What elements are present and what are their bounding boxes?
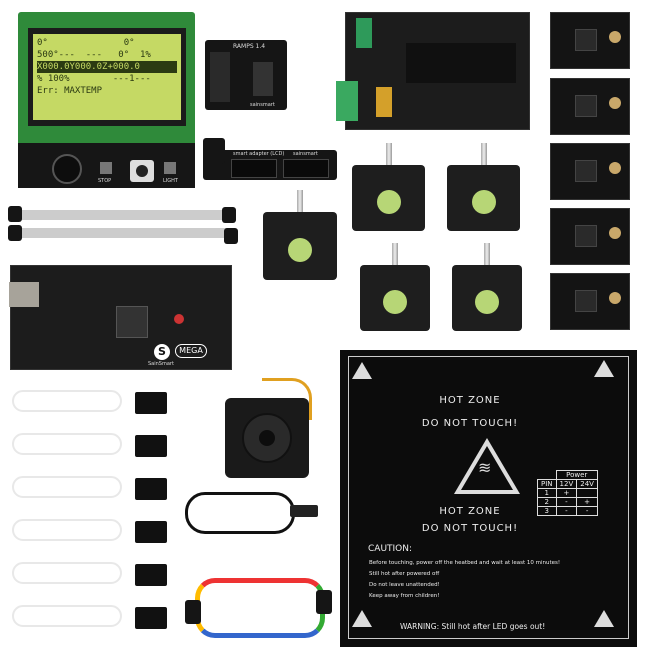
endstop-cable bbox=[12, 562, 122, 584]
caution-line: Before touching, power off the heatbed a… bbox=[369, 560, 561, 566]
ribbon-connector bbox=[222, 207, 236, 223]
endstop-cable bbox=[12, 519, 122, 541]
warning-text: WARNING: Still hot after LED goes out! bbox=[400, 622, 546, 631]
reset-button bbox=[174, 314, 184, 324]
heat-waves-icon: ≋ bbox=[478, 458, 492, 477]
caution-title: CAUTION: bbox=[368, 544, 413, 554]
ribbon-connector bbox=[224, 228, 238, 244]
jumper-wires bbox=[195, 578, 325, 638]
endstop-switch bbox=[135, 564, 167, 586]
smart-adapter-brand: sainsmart bbox=[293, 151, 318, 157]
stepper-driver-5 bbox=[550, 273, 630, 330]
ribbon-cable-2 bbox=[18, 228, 228, 238]
ribbon-connector bbox=[8, 225, 22, 241]
stepper-driver-2 bbox=[550, 78, 630, 135]
col-12v: 12V bbox=[555, 479, 578, 489]
smart-adapter-board: smart adapter (LCD) sainsmart bbox=[203, 150, 337, 180]
col-pin: PIN bbox=[537, 479, 557, 489]
endstop-cable bbox=[12, 390, 122, 412]
endstop-switch bbox=[135, 478, 167, 500]
caution-line: Keep away from children! bbox=[369, 593, 440, 599]
hot-surface-warning-icon bbox=[352, 362, 372, 379]
col-24v: 24V bbox=[576, 479, 598, 489]
stop-button bbox=[100, 162, 112, 174]
terminal-block bbox=[356, 18, 372, 48]
jumper-connector bbox=[316, 590, 332, 614]
do-not-touch-text-bottom: DO NOT TOUCH! bbox=[421, 523, 519, 534]
lcd-line-3: X000.0Y000.0Z+000.0 bbox=[37, 61, 177, 73]
jumper-connector bbox=[185, 600, 201, 624]
endstop-cable bbox=[12, 433, 122, 455]
power-terminal-block bbox=[336, 81, 358, 121]
ramps-adapter-brand: sainsmart bbox=[250, 102, 275, 108]
endstop-cable bbox=[12, 476, 122, 498]
lcd-line-2: 500°--- --- 0° 1% bbox=[37, 50, 151, 60]
hot-zone-text-bottom: HOT ZONE bbox=[439, 506, 501, 517]
stepper-driver-4 bbox=[550, 208, 630, 265]
cell: 1 bbox=[537, 488, 557, 498]
stepper-motor-4 bbox=[360, 243, 430, 331]
ribbon-connector bbox=[8, 206, 22, 222]
smart-adapter-tab bbox=[203, 138, 225, 164]
mega-board: S SainSmart MEGA bbox=[9, 265, 232, 370]
heatbed-border bbox=[348, 356, 629, 639]
cell: + bbox=[576, 497, 598, 507]
endstop-cable bbox=[12, 605, 122, 627]
cell: 3 bbox=[537, 506, 557, 516]
cell: + bbox=[555, 488, 578, 498]
ramps-adapter-board: RAMPS 1.4 sainsmart bbox=[205, 40, 287, 110]
lcd-line-1: 0° 0° bbox=[37, 38, 135, 48]
endstop-switch bbox=[135, 521, 167, 543]
cell: - bbox=[576, 506, 598, 516]
stepper-motor-1 bbox=[263, 190, 337, 280]
usb-cable bbox=[185, 492, 295, 534]
brand-logo: S bbox=[154, 344, 170, 360]
stop-label: STOP bbox=[98, 178, 112, 184]
caution-line: Do not leave unattended! bbox=[369, 582, 440, 588]
hot-surface-warning-icon bbox=[594, 360, 614, 377]
cell: 2 bbox=[537, 497, 557, 507]
endstop-switch bbox=[135, 392, 167, 414]
stepper-motor-3 bbox=[447, 143, 520, 231]
stepper-motor-2 bbox=[352, 143, 425, 231]
hot-surface-warning-icon bbox=[352, 610, 372, 627]
hot-surface-warning-icon bbox=[594, 610, 614, 627]
stepper-driver-3 bbox=[550, 143, 630, 200]
stepper-driver-1 bbox=[550, 12, 630, 69]
mega-brand: SainSmart bbox=[148, 361, 174, 367]
cell: - bbox=[555, 497, 578, 507]
stepper-motor-5 bbox=[452, 243, 522, 331]
ramps-adapter-title: RAMPS 1.4 bbox=[233, 43, 266, 50]
fan-wires bbox=[262, 378, 312, 420]
endstop-switch bbox=[135, 435, 167, 457]
cell: - bbox=[555, 506, 578, 516]
ramps-board bbox=[336, 12, 530, 130]
smart-adapter-label: smart adapter (LCD) bbox=[233, 151, 285, 157]
hot-zone-text-top: HOT ZONE bbox=[439, 395, 501, 406]
usb-port bbox=[9, 282, 39, 307]
mega-model-label: MEGA bbox=[175, 344, 207, 358]
do-not-touch-text-top: DO NOT TOUCH! bbox=[421, 418, 519, 429]
power-header: Power bbox=[555, 470, 598, 480]
cell bbox=[576, 488, 598, 498]
caution-line: Still hot after powered off bbox=[369, 571, 440, 577]
lcd-line-5: Err: MAXTEMP bbox=[37, 86, 103, 96]
light-button bbox=[164, 162, 176, 174]
microcontroller-chip bbox=[116, 306, 148, 338]
light-label: LIGHT bbox=[163, 178, 178, 184]
usb-plug bbox=[290, 505, 318, 517]
ribbon-cable-1 bbox=[18, 210, 228, 220]
lcd-screen: 0° 0° 500°--- --- 0° 1% X000.0Y000.0Z+00… bbox=[28, 28, 186, 126]
rotary-encoder-knob bbox=[130, 160, 154, 182]
buzzer bbox=[52, 154, 82, 184]
endstop-switch bbox=[135, 607, 167, 629]
lcd-line-4: % 100% ---1--- bbox=[37, 74, 151, 84]
caution-list: Before touching, power off the heatbed a… bbox=[369, 558, 629, 602]
